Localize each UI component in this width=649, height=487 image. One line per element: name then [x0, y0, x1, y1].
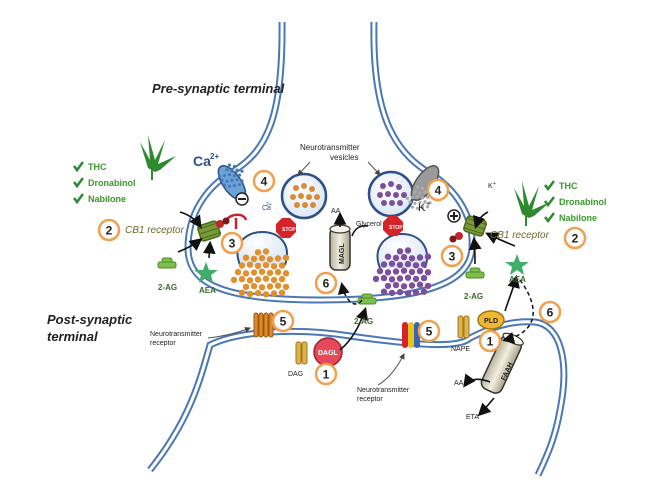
aea-star-right-icon — [505, 254, 529, 275]
calcium-label: Ca — [193, 153, 211, 169]
2ag-center-label: 2-AG — [354, 317, 373, 326]
drug-right-dronabinol: Dronabinol — [559, 197, 607, 207]
vesicle-purple — [367, 170, 415, 218]
step-circle-2: 4 — [426, 178, 450, 202]
2ag-molecule-right-icon — [465, 267, 485, 279]
step-circle-4: 2 — [563, 226, 587, 250]
dagl-label: DAGL — [318, 350, 339, 357]
drug-left-thc: THC — [88, 162, 107, 172]
step-circle-3: 2 — [97, 218, 121, 242]
eta-label: ETA — [466, 414, 479, 421]
step-number: 6 — [323, 277, 330, 291]
2ag-molecule-center-icon — [357, 293, 377, 305]
magl-enzyme — [329, 224, 351, 271]
nt-receptor-left — [253, 312, 274, 338]
step-circle-8: 6 — [538, 300, 562, 324]
pointer-lines — [207, 161, 405, 386]
dag-membrane-lipid — [295, 341, 308, 365]
2ag-molecule-left-icon — [157, 257, 177, 269]
postsynaptic-terminal-label-line2: terminal — [47, 329, 98, 344]
nt-receptor-right — [402, 322, 420, 348]
drug-right-thc: THC — [559, 181, 578, 191]
pld-enzyme — [477, 310, 505, 330]
step-circle-5: 3 — [220, 231, 244, 255]
step-number: 4 — [261, 175, 268, 189]
calcium-small-label: Ca — [262, 205, 271, 212]
aea-left-label: AEA — [199, 286, 216, 295]
nt-receptor-right-label-line2: receptor — [357, 396, 383, 403]
step-number: 4 — [435, 184, 442, 198]
step-number: 6 — [547, 306, 554, 320]
cb1-receptor-right — [463, 215, 488, 237]
step-number: 5 — [426, 325, 433, 339]
dag-label: DAG — [288, 371, 303, 378]
glycerol-label: Glycerol — [356, 221, 382, 228]
step-number: 5 — [280, 315, 287, 329]
arrows — [177, 211, 520, 417]
potassium-label: K — [418, 202, 426, 214]
aa-top-label: AA — [331, 208, 341, 215]
magl-label: MAGL — [339, 243, 346, 264]
drug-checks-right — [544, 180, 555, 224]
g-protein-left — [216, 217, 230, 228]
drug-left-nabilone: Nabilone — [88, 194, 126, 204]
step-circle-12: 1 — [478, 329, 502, 353]
step-number: 1 — [487, 335, 494, 349]
step-circle-1: 4 — [252, 169, 276, 193]
calcium-small-charge: 2+ — [266, 202, 272, 208]
cb1-receptor-left-label: CB1 receptor — [125, 225, 185, 236]
dashed-arrows — [337, 279, 534, 344]
drug-right-nabilone: Nabilone — [559, 213, 597, 223]
stop-right-text: STOP — [389, 225, 403, 231]
vesicle-orange — [280, 172, 328, 220]
step-circle-7: 6 — [314, 271, 338, 295]
neurotransmitter-cluster-orange — [230, 248, 290, 298]
cb1-receptor-left — [197, 220, 222, 242]
step-circle-6: 3 — [440, 244, 464, 268]
cannabis-leaf-right-icon — [514, 181, 550, 226]
aea-right-label: AEA — [509, 275, 526, 284]
step-circle-10: 5 — [417, 319, 441, 343]
nt-vesicles-label-line2: vesicles — [330, 153, 358, 162]
nt-receptor-right-label-line1: Neurotransmitter — [357, 387, 410, 394]
nt-receptor-left-label-line2: receptor — [150, 340, 176, 347]
nt-vesicles-label-line1: Neurotransmitter — [300, 143, 360, 152]
step-number-circles: 4 4 2 2 3 3 6 6 5 5 1 1 — [97, 169, 587, 386]
calcium-ions — [217, 163, 244, 188]
step-number: 2 — [572, 232, 579, 246]
cb1-receptor-right-label: CB1 receptor — [490, 230, 550, 241]
presynaptic-terminal-label: Pre-synaptic terminal — [152, 81, 285, 96]
cannabis-leaf-left-icon — [140, 135, 176, 180]
stop-left-text: STOP — [282, 227, 296, 233]
postsynaptic-terminal-label-line1: Post-synaptic — [47, 312, 133, 327]
step-circle-9: 5 — [271, 309, 295, 333]
nt-receptor-left-label-line1: Neurotransmitter — [150, 331, 203, 338]
step-number: 2 — [106, 224, 113, 238]
neurotransmitter-cluster-purple — [372, 247, 432, 297]
step-number: 3 — [229, 237, 236, 251]
step-circle-11: 1 — [314, 362, 338, 386]
nape-membrane-lipid — [457, 315, 470, 339]
potassium-small-charge: + — [493, 181, 496, 187]
potassium-charge: + — [426, 201, 430, 208]
step-number: 1 — [323, 368, 330, 382]
drug-left-dronabinol: Dronabinol — [88, 178, 136, 188]
drug-checks-left — [73, 161, 84, 205]
potassium-small-label: K — [488, 183, 493, 190]
2ag-left-label: 2-AG — [158, 283, 177, 292]
aa-bottom-label: AA — [454, 380, 464, 387]
calcium-charge: 2+ — [210, 152, 219, 161]
stop-sign-right — [383, 216, 403, 236]
step-number: 3 — [449, 250, 456, 264]
pld-label: PLD — [484, 318, 498, 325]
g-protein-right — [449, 232, 463, 243]
stop-sign-left — [276, 218, 296, 238]
aea-star-left-icon — [194, 262, 218, 283]
2ag-right-label: 2-AG — [464, 292, 483, 301]
nape-label: NAPE — [451, 346, 470, 353]
postsynaptic-membrane — [147, 318, 568, 477]
